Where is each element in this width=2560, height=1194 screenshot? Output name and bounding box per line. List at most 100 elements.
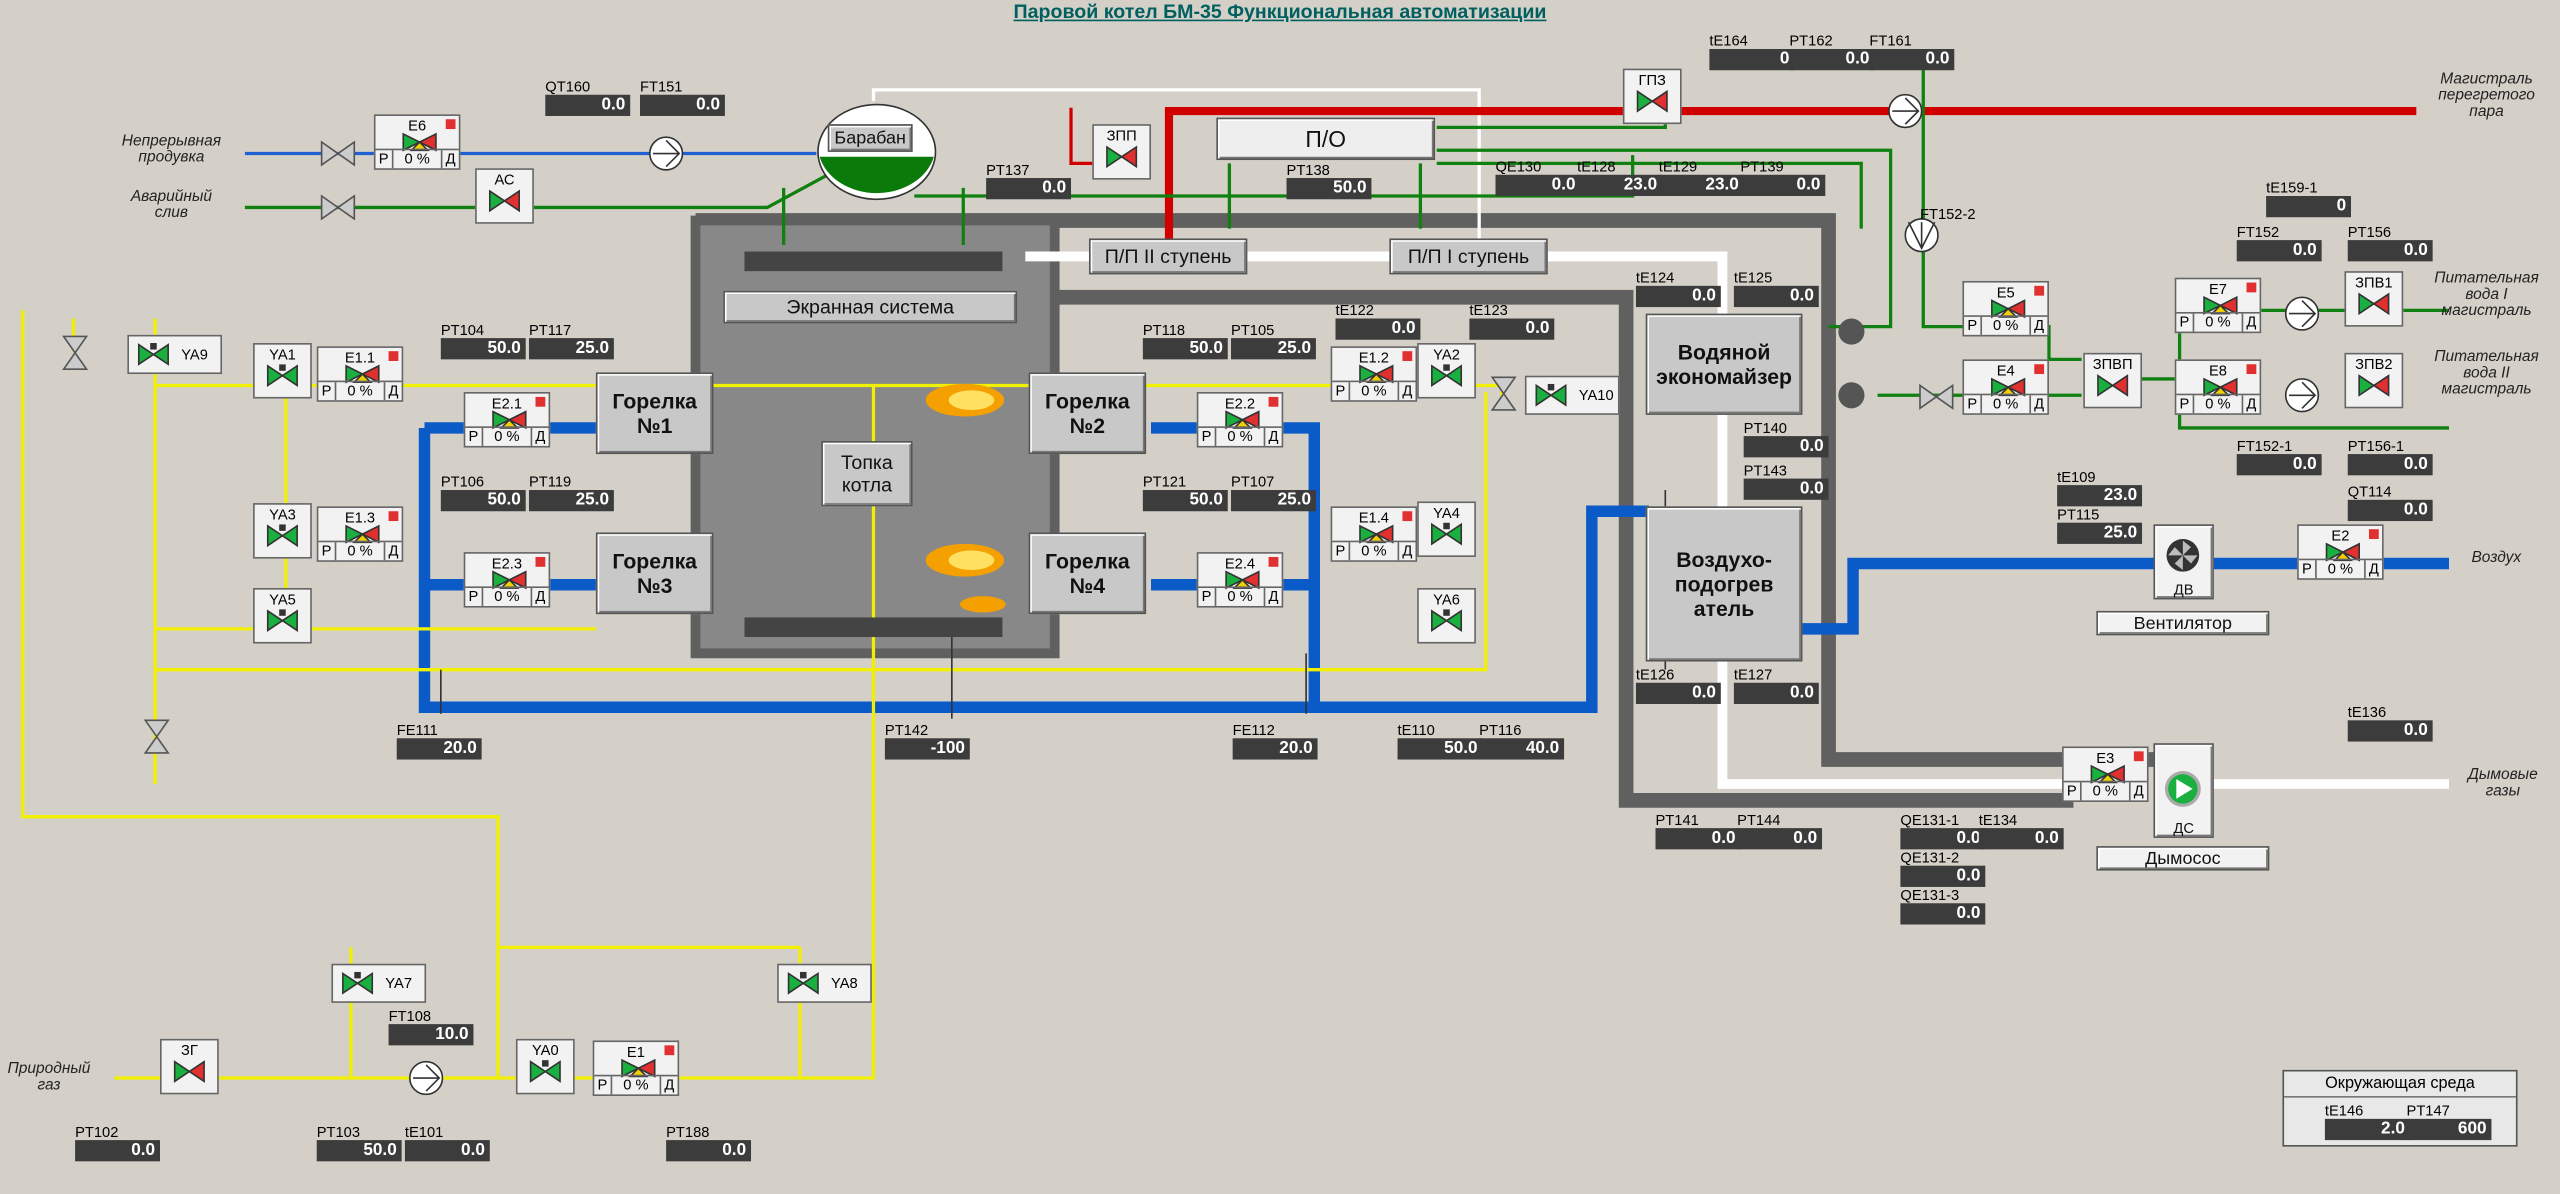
sensor-value[interactable]: 0.0 — [1737, 828, 1823, 850]
sensor-value[interactable]: 0.0 — [1740, 174, 1826, 197]
burner-3[interactable]: Горелка №3 — [595, 532, 714, 615]
sensor-value[interactable]: 23.0 — [2057, 485, 2143, 507]
valve-ya0[interactable]: YA0 — [515, 1038, 575, 1095]
mode-d[interactable]: Д — [1397, 542, 1416, 561]
mode-d[interactable]: Д — [2029, 395, 2047, 414]
pump-icon[interactable] — [647, 134, 686, 173]
sensor-value[interactable]: 0.0 — [545, 94, 631, 116]
sensor-value[interactable]: 0.0 — [1495, 174, 1581, 197]
mode-d[interactable]: Д — [2364, 560, 2382, 579]
valve-gpz[interactable]: ГПЗ — [1622, 68, 1682, 125]
valve-zpv1[interactable]: ЗПВ1 — [2344, 271, 2404, 327]
sensor-value[interactable]: 0.0 — [2347, 720, 2433, 742]
mode-p[interactable]: Р — [1964, 395, 1983, 414]
valve-ya3[interactable]: YA3 — [253, 503, 312, 559]
sensor-value[interactable]: 0 — [1709, 49, 1795, 71]
sensor-value[interactable]: 0.0 — [1789, 49, 1875, 71]
mode-d[interactable]: Д — [2029, 316, 2047, 335]
mode-p[interactable]: Р — [318, 542, 337, 561]
sensor-value[interactable]: 600 — [2406, 1118, 2492, 1141]
mode-p[interactable]: Р — [2299, 560, 2317, 579]
valve-ya2[interactable]: YA2 — [1417, 343, 1476, 399]
furnace[interactable]: Топка котла — [821, 441, 913, 507]
mode-p[interactable]: Р — [1198, 427, 1217, 446]
sensor-value[interactable]: 0.0 — [666, 1140, 752, 1162]
mode-p[interactable]: Р — [318, 382, 337, 401]
burner-4[interactable]: Горелка №4 — [1028, 532, 1147, 615]
mode-p[interactable]: Р — [1332, 382, 1351, 401]
valve-ac[interactable]: АС — [475, 168, 534, 224]
mode-d[interactable]: Д — [530, 588, 549, 606]
valve-zpv2[interactable]: ЗПВ2 — [2344, 352, 2404, 409]
pump-icon[interactable] — [2282, 376, 2321, 415]
sensor-value[interactable]: 10.0 — [388, 1024, 474, 1046]
sensor-value[interactable]: 50.0 — [1142, 490, 1228, 512]
sensor-value[interactable]: 0.0 — [2236, 454, 2322, 476]
valve-ya4[interactable]: YA4 — [1417, 501, 1476, 557]
mode-p[interactable]: Р — [465, 427, 484, 446]
mode-p[interactable]: Р — [2176, 313, 2195, 332]
mode-d[interactable]: Д — [2241, 313, 2260, 332]
mode-d[interactable]: Д — [659, 1076, 678, 1095]
burner-2[interactable]: Горелка №2 — [1028, 372, 1147, 455]
valve-icon[interactable] — [143, 719, 170, 755]
sensor-value[interactable]: 23.0 — [1577, 174, 1663, 197]
sensor-value[interactable]: 0.0 — [1635, 285, 1721, 308]
sensor-value[interactable]: 0.0 — [75, 1140, 160, 1162]
steam-cooler-po[interactable]: П/О — [1216, 117, 1436, 161]
valve-icon[interactable] — [1918, 383, 1954, 410]
pump-icon[interactable] — [1886, 91, 1925, 130]
sensor-value[interactable]: 0.0 — [2347, 240, 2433, 262]
valve-icon[interactable] — [1490, 376, 1517, 412]
sensor-value[interactable]: 0.0 — [1469, 318, 1555, 340]
pump-icon[interactable] — [1902, 216, 1941, 255]
sensor-value[interactable]: 23.0 — [1658, 174, 1744, 197]
mode-p[interactable]: Р — [465, 588, 484, 606]
sensor-value[interactable]: 0.0 — [2236, 240, 2322, 262]
sensor-value[interactable]: 2.0 — [2324, 1118, 2410, 1141]
mode-d[interactable]: Д — [2128, 782, 2147, 801]
sensor-value[interactable]: 0.0 — [1733, 682, 1819, 704]
mode-p[interactable]: Р — [2064, 782, 2082, 801]
sensor-value[interactable]: 25.0 — [528, 490, 614, 512]
sensor-value[interactable]: -100 — [884, 738, 970, 760]
valve-ya7[interactable]: YA7 — [331, 963, 427, 1003]
sensor-value[interactable]: 0.0 — [1743, 436, 1829, 458]
valve-ya9[interactable]: YA9 — [127, 334, 223, 375]
mode-p[interactable]: Р — [594, 1076, 613, 1095]
sensor-value[interactable]: 0.0 — [1900, 865, 1986, 887]
sensor-value[interactable]: 0.0 — [1869, 49, 1955, 71]
mode-p[interactable]: Р — [1964, 316, 1983, 335]
valve-ya6[interactable]: YA6 — [1417, 588, 1476, 644]
valve-icon[interactable] — [320, 194, 356, 221]
sensor-value[interactable]: 0.0 — [1900, 828, 1986, 850]
drum[interactable]: Барабан — [827, 124, 913, 152]
pump-icon[interactable] — [1837, 381, 1866, 410]
sensor-value[interactable]: 50.0 — [316, 1140, 402, 1162]
sensor-value[interactable]: 0.0 — [1655, 828, 1741, 850]
sensor-value[interactable]: 0.0 — [986, 178, 1072, 200]
sensor-value[interactable]: 25.0 — [1231, 490, 1316, 512]
sensor-value[interactable]: 40.0 — [1479, 738, 1565, 760]
sensor-value[interactable]: 50.0 — [1286, 178, 1372, 200]
burner-1[interactable]: Горелка №1 — [595, 372, 714, 455]
sensor-value[interactable]: 0.0 — [2347, 499, 2433, 522]
valve-zpvp[interactable]: ЗПВП — [2083, 352, 2143, 409]
sensor-value[interactable]: 50.0 — [440, 338, 526, 360]
sensor-value[interactable]: 0.0 — [639, 94, 725, 116]
superheater-1[interactable]: П/П I ступень — [1389, 238, 1548, 275]
mode-d[interactable]: Д — [530, 427, 549, 446]
